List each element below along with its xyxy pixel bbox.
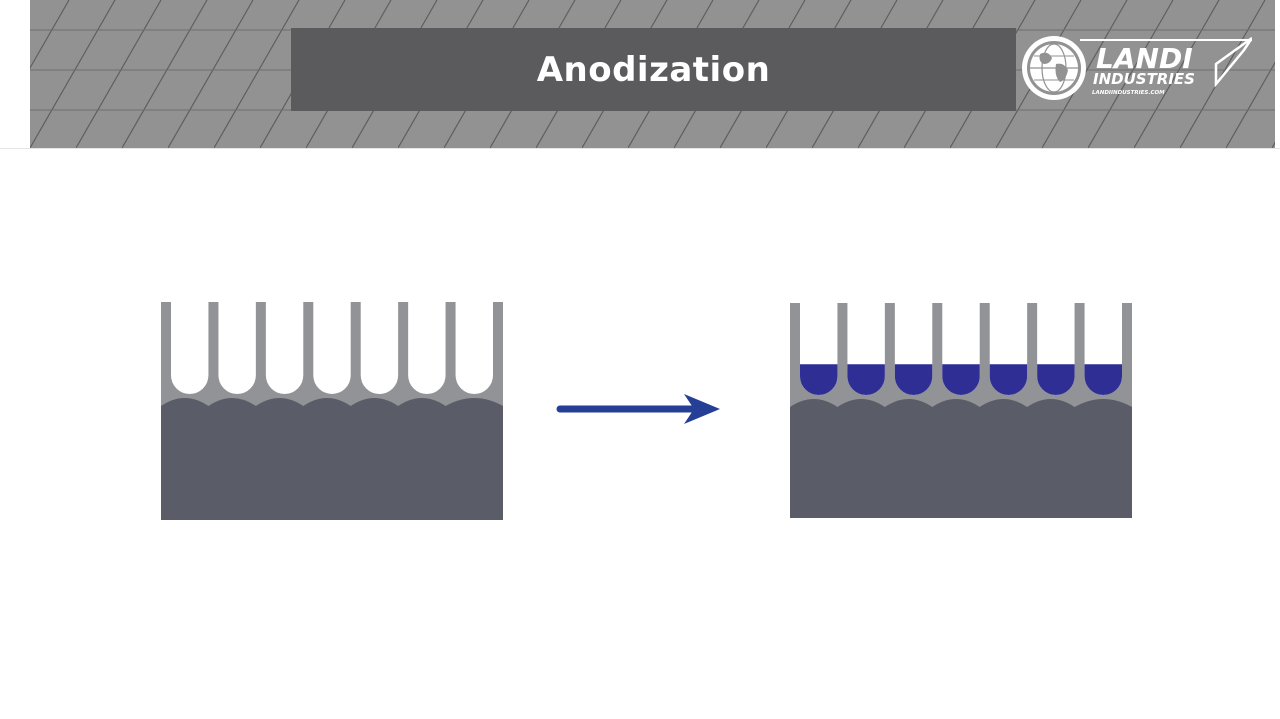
page-title: Anodization — [536, 49, 771, 90]
pore — [218, 302, 256, 394]
dye-fill — [1037, 364, 1075, 395]
pore — [313, 302, 351, 394]
pore — [265, 302, 304, 394]
dye-fill — [989, 364, 1028, 395]
pore — [455, 302, 493, 394]
globe-icon — [1022, 36, 1086, 100]
landi-industries-logo: LANDI INDUSTRIES LANDIINDUSTRIES.COM — [1022, 36, 1252, 100]
pore — [171, 302, 209, 394]
title-bar: Anodization — [291, 28, 1016, 111]
header-banner: Anodization LANDI INDUSTRIES LANDIINDUST… — [30, 0, 1275, 148]
logo-url: LANDIINDUSTRIES.COM — [1092, 90, 1165, 96]
arrow-right-icon — [556, 394, 720, 424]
dye-fill — [1084, 364, 1122, 395]
logo-subname: INDUSTRIES — [1093, 70, 1195, 88]
pore — [408, 302, 446, 394]
dye-fill — [894, 364, 933, 395]
dye-fill — [942, 364, 980, 395]
header-divider — [0, 148, 1280, 149]
dye-fill — [800, 364, 838, 395]
pore — [360, 302, 399, 394]
dye-fill — [847, 364, 885, 395]
logo-name: LANDI — [1096, 42, 1193, 75]
anodized-pores-after-dyed — [790, 303, 1132, 518]
anodized-pores-before — [161, 302, 503, 520]
